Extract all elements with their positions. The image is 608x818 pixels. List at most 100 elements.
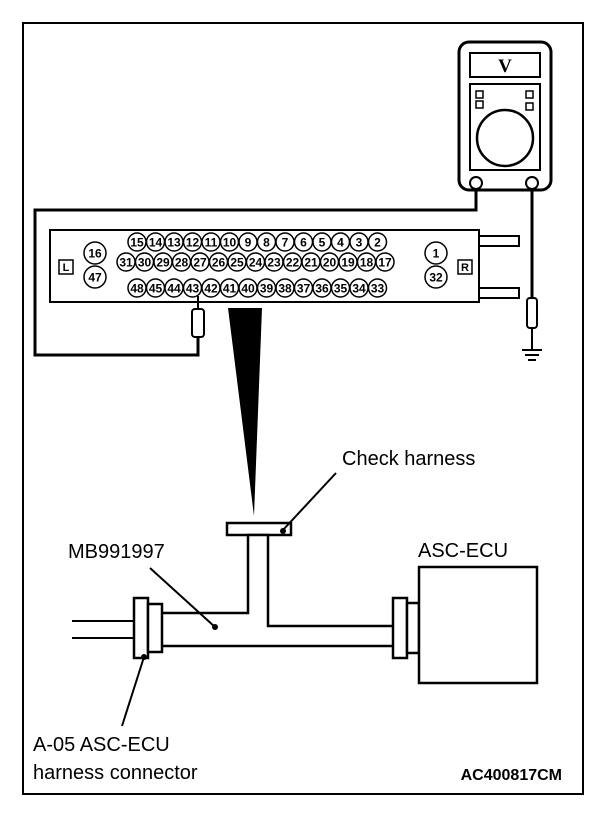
pin-column-right: 1 32 <box>424 241 448 289</box>
leader-dot-harness-connector <box>141 654 147 660</box>
pin-label-40: 40 <box>241 282 255 296</box>
pin-label-5: 5 <box>319 236 326 250</box>
label-check-harness: Check harness <box>342 448 475 470</box>
voltmeter-display <box>469 52 541 78</box>
adapter-t-harness <box>158 533 400 648</box>
pin-label-18: 18 <box>360 256 374 270</box>
pin-47 <box>83 265 107 289</box>
pin-label-11: 11 <box>205 236 218 250</box>
label-connector-line-1: A-05 ASC-ECU <box>33 734 170 756</box>
voltmeter-terminal-com <box>469 176 483 190</box>
pin-label-3: 3 <box>356 236 363 250</box>
pin-label-48: 48 <box>130 282 144 296</box>
harness-connector-mate <box>146 602 164 654</box>
connector-side-mark-left-box <box>58 259 74 275</box>
voltmeter-display-text: V <box>498 56 512 77</box>
pin-1 <box>424 241 448 265</box>
label-connector-line-2: harness connector <box>33 762 198 784</box>
pin-label-47: 47 <box>88 271 102 285</box>
label-asc-ecu: ASC-ECU <box>418 540 508 562</box>
ecu-connector-outer <box>391 596 409 660</box>
pin-label-13: 13 <box>167 236 181 250</box>
pin-17 <box>375 252 395 272</box>
pin-label-20: 20 <box>323 256 337 270</box>
pin-label-12: 12 <box>186 236 200 250</box>
pin-32 <box>424 265 448 289</box>
pin-row-3: 48 45 44 43 42 41 40 39 38 37 36 35 34 33 <box>127 278 388 298</box>
pin-label-17: 17 <box>378 256 392 270</box>
ecu-connector-inner <box>405 601 421 655</box>
pin-label-30: 30 <box>138 256 152 270</box>
pin-label-2: 2 <box>374 236 381 250</box>
pin-label-34: 34 <box>352 282 366 296</box>
pin-label-41: 41 <box>223 282 237 296</box>
label-adapter-part-number: MB991997 <box>68 541 165 563</box>
figure-frame <box>22 22 584 795</box>
pin-label-14: 14 <box>149 236 163 250</box>
pin-2 <box>367 232 388 252</box>
pin-label-35: 35 <box>334 282 348 296</box>
figure-code: AC400817CM <box>461 767 562 784</box>
pin-label-6: 6 <box>300 236 307 250</box>
pin-16 <box>83 241 107 265</box>
voltmeter-indicator-1 <box>475 90 484 99</box>
pin-label-39: 39 <box>260 282 274 296</box>
pin-label-36: 36 <box>315 282 329 296</box>
pin-label-19: 19 <box>341 256 355 270</box>
connector-leads-upper <box>478 235 520 247</box>
enlargement-pointer <box>228 308 262 516</box>
pin-label-45: 45 <box>149 282 163 296</box>
pin-label-8: 8 <box>263 236 270 250</box>
pin-label-28: 28 <box>175 256 189 270</box>
backprobe-body <box>191 308 205 338</box>
voltmeter-indicator-2 <box>475 100 484 109</box>
leader-check-harness <box>282 472 337 531</box>
ground-icon <box>522 349 542 361</box>
pin-label-16: 16 <box>88 247 102 261</box>
voltmeter-dial <box>475 108 535 168</box>
pin-label-26: 26 <box>212 256 226 270</box>
pin-label-4: 4 <box>337 236 344 250</box>
leader-dot-adapter <box>212 624 218 630</box>
pin-label-24: 24 <box>249 256 263 270</box>
asc-ecu-body <box>417 565 539 685</box>
pin-label-33: 33 <box>371 282 385 296</box>
leader-dot-check-harness <box>280 528 286 534</box>
pin-label-31: 31 <box>119 256 133 270</box>
pin-label-21: 21 <box>304 256 318 270</box>
connector-side-mark-left: L <box>63 262 70 274</box>
negative-test-lead <box>33 189 478 357</box>
connector-side-mark-right: R <box>461 262 469 274</box>
pin-label-42: 42 <box>204 282 218 296</box>
pin-label-43: 43 <box>186 282 200 296</box>
harness-connector-housing <box>132 596 150 660</box>
pin-label-7: 7 <box>282 236 289 250</box>
pin-label-23: 23 <box>267 256 281 270</box>
voltmeter-indicator-4 <box>525 102 534 111</box>
pin-label-25: 25 <box>230 256 244 270</box>
pin-label-44: 44 <box>167 282 181 296</box>
connector-side-mark-right-box <box>457 259 473 275</box>
voltmeter-indicator-3 <box>525 90 534 99</box>
pin-label-9: 9 <box>245 236 252 250</box>
leader-harness-connector <box>121 656 145 727</box>
pin-label-15: 15 <box>130 236 144 250</box>
pin-label-32: 32 <box>429 271 443 285</box>
connector-leads-lower <box>478 287 520 299</box>
leader-adapter <box>149 567 216 628</box>
pin-label-1: 1 <box>433 247 440 261</box>
check-harness-assembly <box>72 521 539 685</box>
ground-probe-tip <box>526 297 538 329</box>
pin-label-29: 29 <box>156 256 170 270</box>
pin-label-22: 22 <box>286 256 300 270</box>
backprobe-pin-43 <box>191 296 205 338</box>
pin-label-38: 38 <box>278 282 292 296</box>
pin-33 <box>367 278 388 298</box>
pin-label-37: 37 <box>297 282 311 296</box>
leader-lines <box>121 472 337 727</box>
